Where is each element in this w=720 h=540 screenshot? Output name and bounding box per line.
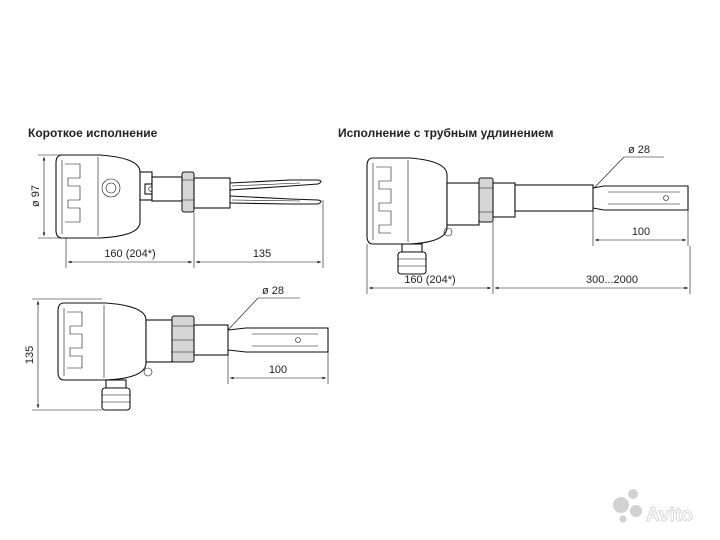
dimension-diameter-97: ø 97 — [30, 154, 62, 239]
label-diameter-28-b: ø 28 — [628, 144, 650, 156]
dimension-row-short: 160 (204*) 135 — [65, 200, 324, 268]
dimension-row-extended: 160 (204*) 300...2000 — [366, 222, 691, 294]
dimension-probe-short: ø 28 100 — [227, 285, 329, 384]
label-probe-100-b: 100 — [632, 226, 650, 238]
title-short-version: Короткое исполнение — [28, 126, 158, 140]
dimension-probe-extended: ø 28 100 — [592, 144, 689, 246]
dimension-height-135: 135 — [24, 298, 102, 411]
sensor-extended-view — [366, 157, 689, 275]
sensor-short-front-view — [55, 154, 322, 239]
sensor-short-side-view — [57, 302, 329, 411]
label-probe-100-a: 100 — [269, 364, 287, 376]
label-diameter-28-a: ø 28 — [262, 285, 284, 297]
label-height-135: 135 — [24, 346, 36, 364]
label-housing-length-b: 160 (204*) — [404, 274, 455, 286]
watermark-text: Avito — [646, 505, 693, 526]
title-extended-version: Исполнение с трубным удлинением — [338, 126, 554, 140]
label-extension-range: 300...2000 — [586, 274, 638, 286]
avito-watermark: Avito — [613, 489, 693, 526]
label-diameter-97: ø 97 — [30, 185, 42, 207]
avito-logo-icon — [613, 489, 642, 523]
label-fork-length: 135 — [253, 248, 271, 260]
label-housing-length: 160 (204*) — [104, 248, 155, 260]
